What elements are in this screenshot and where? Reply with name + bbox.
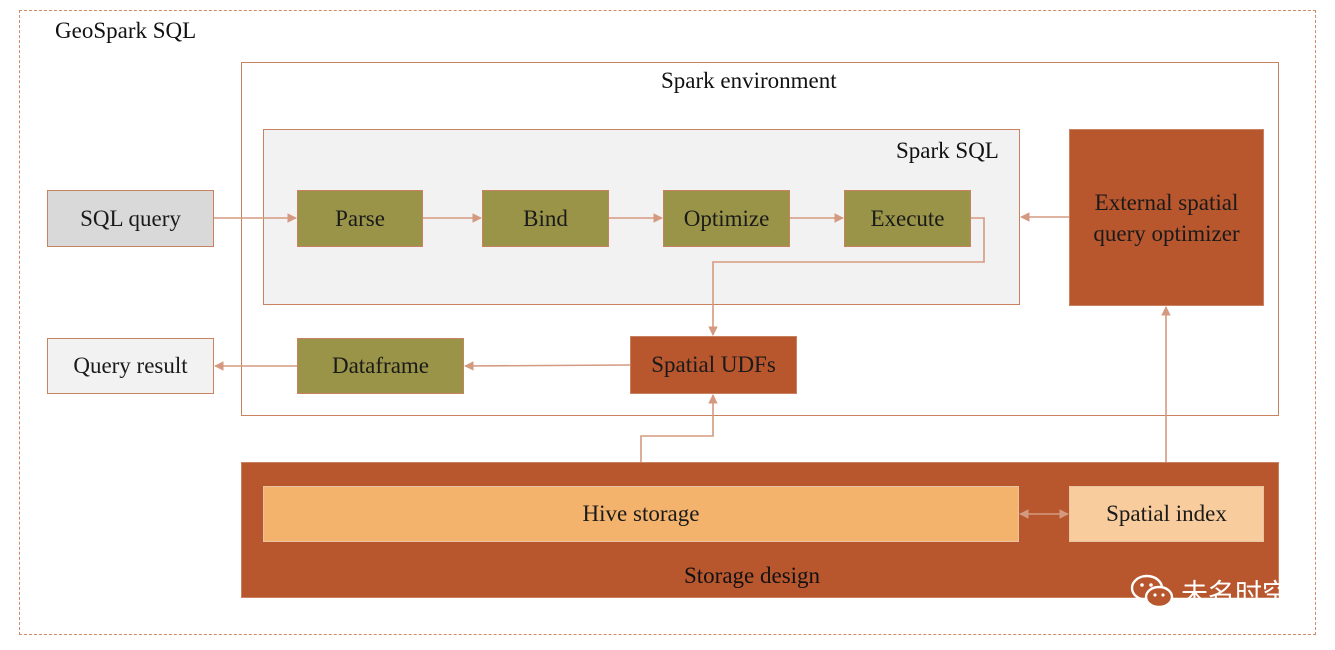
dataframe-box: Dataframe [297,338,464,394]
parse-step: Parse [297,190,423,247]
sql-query-box: SQL query [47,190,214,247]
query-result-box: Query result [47,338,214,394]
arrow-udfs-to-dataframe [464,361,631,371]
wechat-icon [1130,574,1174,608]
arrow-execute-to-udfs [708,217,985,336]
spark-environment-label: Spark environment [661,68,837,93]
execute-step: Execute [844,190,971,247]
geospark-sql-boundary [19,10,1316,635]
bind-step: Bind [482,190,609,247]
external-spatial-query-optimizer: External spatial query optimizer [1069,129,1264,306]
diagram-title: GeoSpark SQL [55,18,197,43]
optimizer-label-line1: External spatial [1094,189,1239,215]
storage-design-label: Storage design [684,563,821,588]
spark-sql-label: Spark SQL [896,138,999,163]
spatial-udfs-box: Spatial UDFs [630,336,797,394]
watermark-text: 未名时空 [1181,579,1289,610]
spatial-index-box: Spatial index [1069,486,1264,542]
watermark: 未名时空 [1129,572,1289,611]
hive-storage-box: Hive storage [263,486,1019,542]
optimizer-label-line2: query optimizer [1093,220,1240,246]
optimize-step: Optimize [663,190,790,247]
arrow-hive-to-udfs [640,394,718,462]
